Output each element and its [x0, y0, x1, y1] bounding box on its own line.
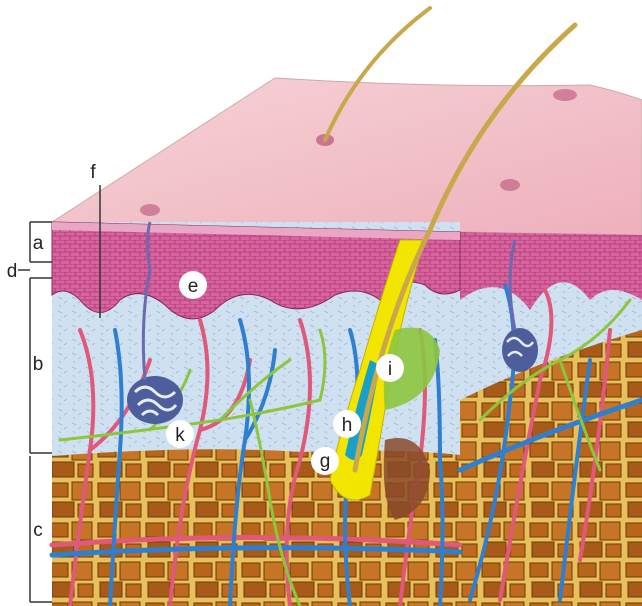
label-h: h [342, 415, 353, 436]
pore [553, 89, 577, 101]
label-d: d [7, 261, 18, 282]
label-a: a [33, 233, 44, 254]
pore [140, 204, 160, 216]
label-i-marker: i [376, 354, 404, 382]
label-c: c [33, 520, 43, 541]
label-h-marker: h [333, 410, 361, 438]
label-g: g [320, 451, 331, 472]
label-b: b [33, 354, 44, 375]
label-k: k [175, 425, 185, 446]
label-f: f [90, 162, 96, 183]
label-g-marker: g [311, 447, 339, 475]
layer-brackets [18, 222, 52, 602]
label-e: e [188, 276, 199, 297]
label-i: i [388, 359, 392, 380]
label-k-marker: k [166, 420, 194, 448]
pore [500, 179, 520, 191]
label-e-marker: e [179, 271, 207, 299]
